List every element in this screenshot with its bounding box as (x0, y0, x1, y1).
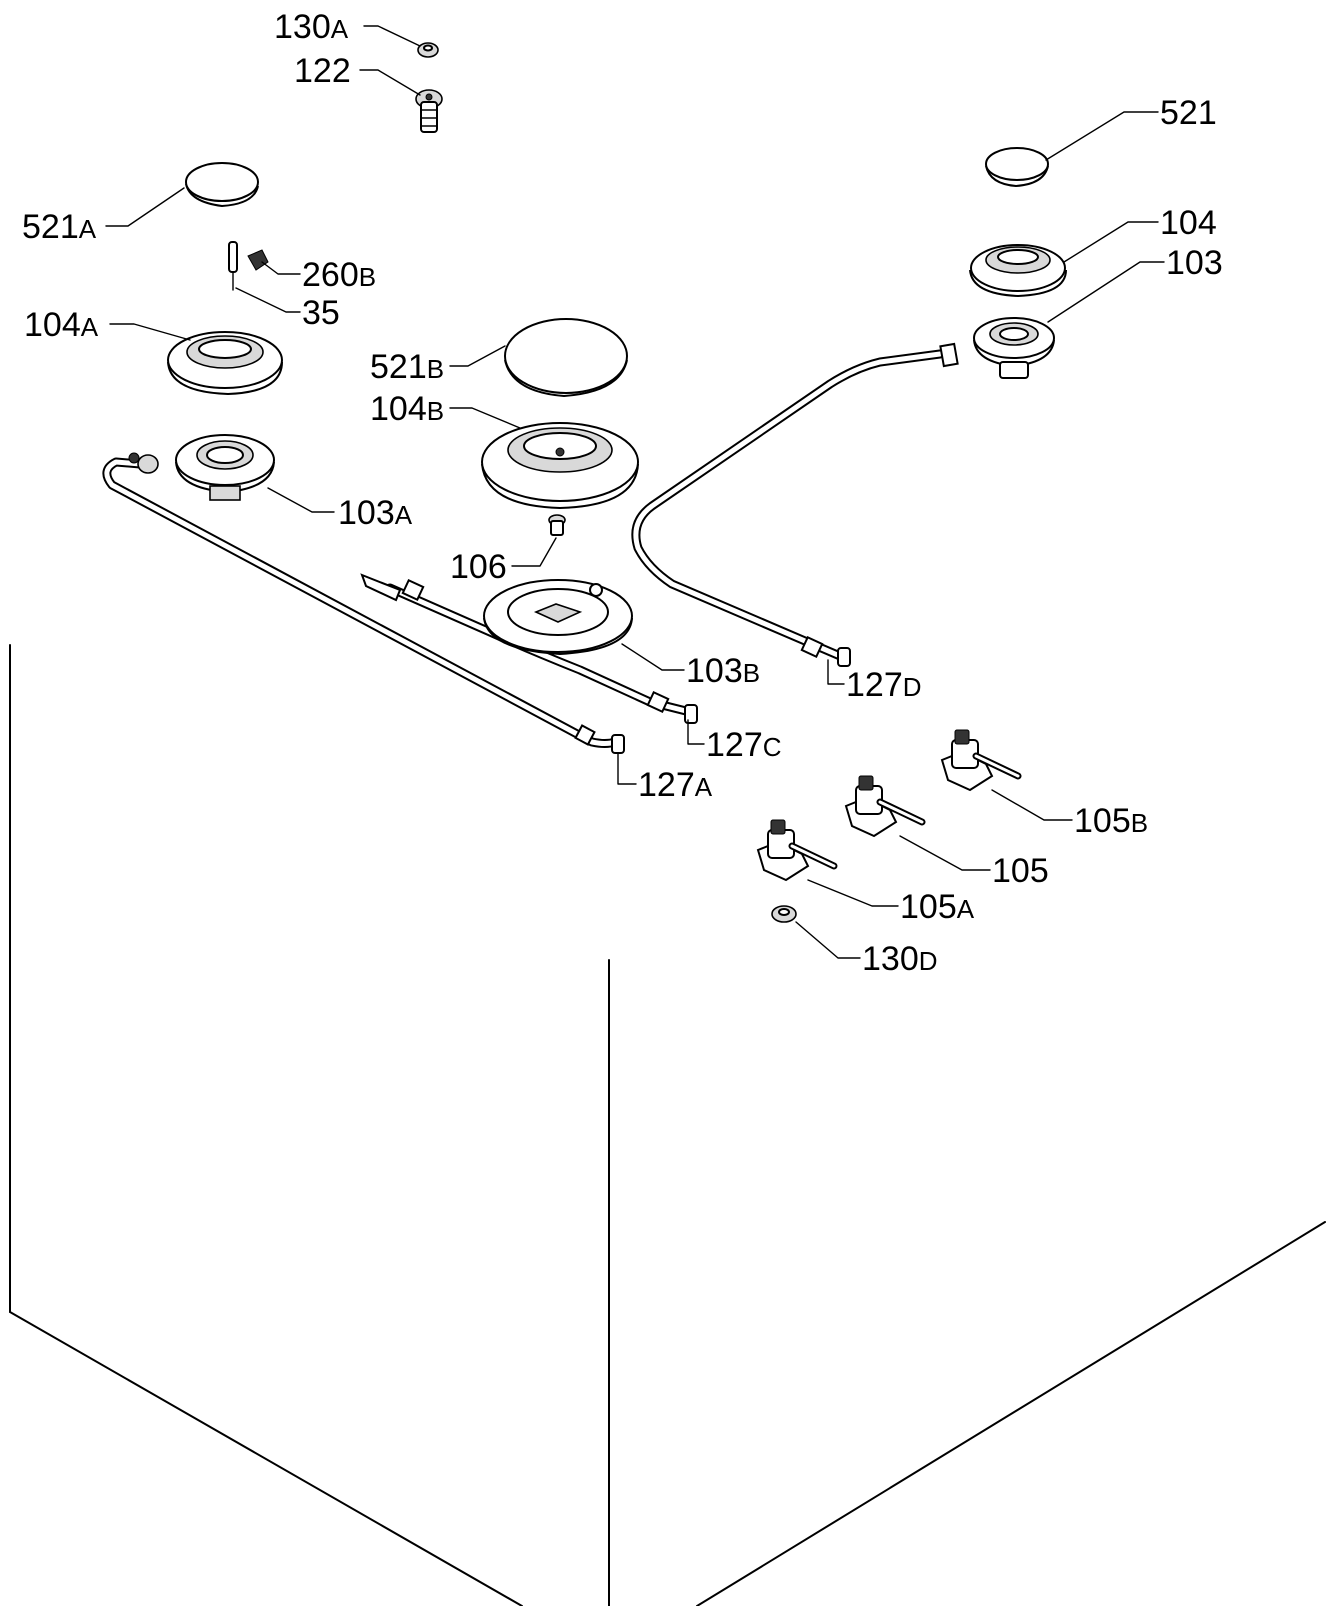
part-labels: 130A 122 521 521A 104 103 260B 35 104A 5… (22, 8, 1223, 978)
label-127A: 127A (638, 766, 713, 804)
flame-spreader-104a (167, 331, 283, 396)
label-106: 106 (450, 548, 507, 586)
ignition-electrode-260b-35 (228, 241, 269, 291)
label-105B: 105B (1074, 802, 1148, 840)
seal-130d (771, 905, 797, 923)
injector-106 (548, 514, 566, 536)
label-104A: 104A (24, 306, 99, 344)
burner-cap-521a (185, 162, 259, 208)
injector-122 (415, 89, 443, 133)
label-521: 521 (1160, 94, 1217, 132)
burner-body-103 (973, 317, 1055, 379)
label-104B: 104B (370, 390, 444, 428)
label-103: 103 (1166, 244, 1223, 282)
label-103B: 103B (686, 652, 760, 690)
label-260B: 260B (302, 256, 376, 294)
seal-130a (417, 42, 439, 58)
burner-body-103b (483, 579, 633, 656)
label-127D: 127D (846, 666, 922, 704)
burner-cap-521b (504, 318, 628, 398)
leader-lines (105, 25, 1165, 959)
label-521B: 521B (370, 348, 444, 386)
label-130D: 130D (862, 940, 938, 978)
gas-tap-105 (844, 775, 926, 838)
label-521A: 521A (22, 208, 97, 246)
label-130A: 130A (274, 8, 349, 46)
burner-body-103a (175, 434, 275, 501)
label-122: 122 (294, 52, 351, 90)
gas-pipe-127d (631, 342, 959, 667)
label-104: 104 (1160, 204, 1217, 242)
label-127C: 127C (706, 726, 782, 764)
gas-tap-105b (940, 729, 1022, 792)
cooker-body-outline (9, 644, 1326, 1606)
label-105: 105 (992, 852, 1049, 890)
label-35: 35 (302, 294, 340, 332)
burner-cap-521 (985, 147, 1049, 188)
gas-pipe-127a (102, 452, 625, 754)
gas-tap-105a (756, 819, 838, 882)
flame-spreader-104 (969, 244, 1067, 298)
flame-spreader-104b (481, 422, 639, 510)
label-105A: 105A (900, 888, 975, 926)
label-103A: 103A (338, 494, 413, 532)
